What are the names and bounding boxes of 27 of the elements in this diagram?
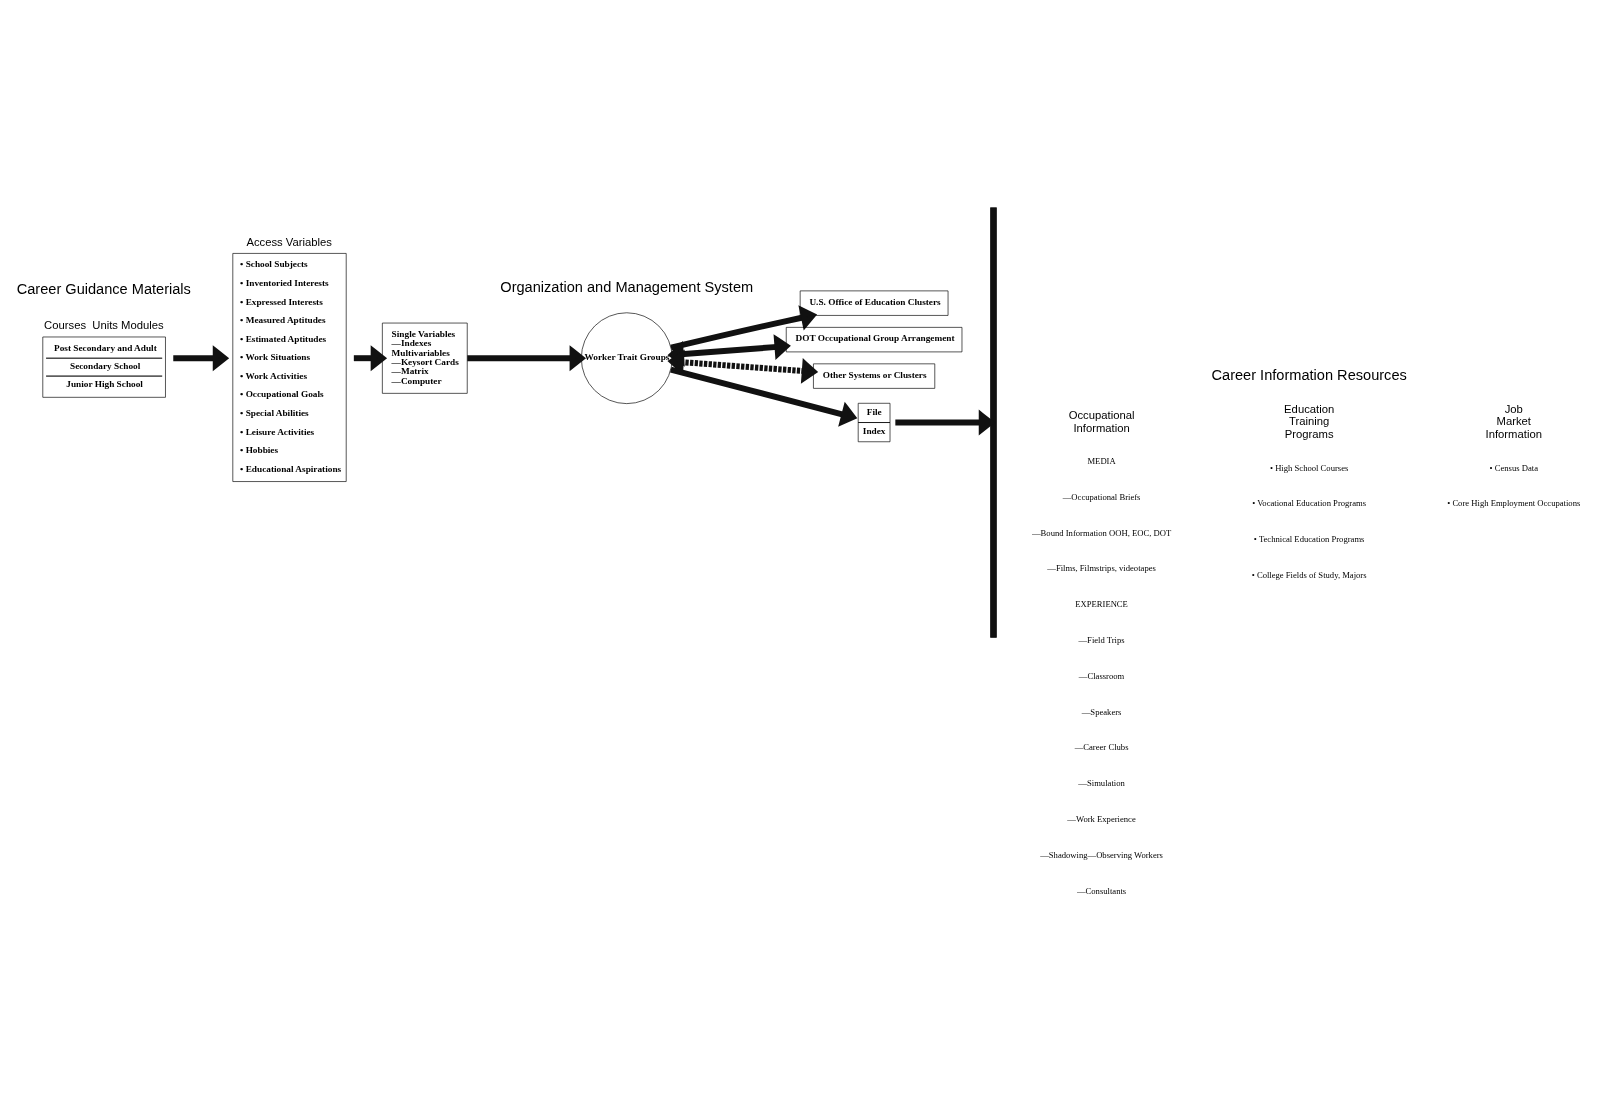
label: Education Training Programs [1284, 402, 1335, 440]
label: EXPERIENCE [1075, 598, 1128, 609]
label: —Work Experience [1067, 813, 1136, 824]
label: —Consultants [1076, 885, 1127, 896]
label: • High School Courses [1269, 462, 1349, 473]
node-label: Courses Units Modules [44, 318, 164, 331]
label: —Occupational Briefs [1062, 491, 1141, 502]
label: • College Fields of Study, Majors [1251, 569, 1367, 580]
label: —Classroom [1078, 670, 1125, 681]
label: —Films, Filmstrips, videotapes [1047, 562, 1156, 573]
label: • Census Data [1489, 462, 1538, 473]
label: MEDIA [1087, 455, 1116, 466]
label: Job Market Information [1485, 402, 1542, 440]
label: Occupational Information [1068, 408, 1135, 434]
label: —Field Trips [1078, 634, 1125, 645]
label: —Bound Information OOH, EOC, DOT [1032, 527, 1172, 538]
label: Career Guidance Materials [16, 280, 191, 297]
label: —Career Clubs [1074, 741, 1129, 752]
label: • Technical Education Programs [1253, 533, 1365, 544]
label: Career Information Resources [1211, 366, 1407, 383]
label: —Simulation [1078, 777, 1125, 788]
label: Organization and Management System [500, 278, 754, 295]
node-label: Access Variables [246, 235, 332, 248]
label: —Shadowing—Observing Workers [1040, 849, 1163, 860]
label: • Vocational Education Programs [1252, 497, 1367, 508]
label: • Core High Employment Occupations [1447, 497, 1581, 508]
label: —Speakers [1081, 706, 1122, 717]
